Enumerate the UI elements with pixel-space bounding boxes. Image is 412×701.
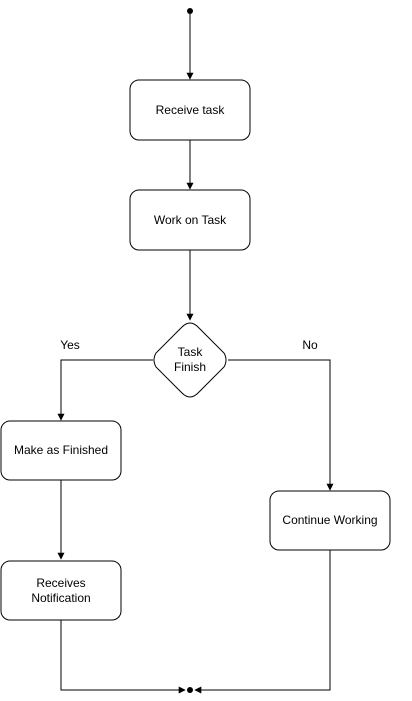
node-task-finish-label-line2: Finish xyxy=(174,360,206,374)
edge-decision-yes-to-make-finished xyxy=(57,359,153,421)
node-make-as-finished: Make as Finished xyxy=(0,420,122,481)
edge-continue-working-to-end xyxy=(194,550,331,694)
edges xyxy=(57,14,334,694)
node-work-on-task-label: Work on Task xyxy=(154,213,227,227)
node-make-as-finished-label: Make as Finished xyxy=(14,443,108,457)
node-continue-working: Continue Working xyxy=(269,490,391,551)
end-node xyxy=(187,687,193,693)
node-continue-working-label: Continue Working xyxy=(282,513,377,527)
node-receive-task: Receive task xyxy=(129,79,251,141)
edge-decision-no-to-continue-working xyxy=(228,359,334,491)
node-receives-notification: Receives Notification xyxy=(0,560,122,621)
node-receives-notification-label-line2: Notification xyxy=(31,591,90,605)
node-receive-task-label: Receive task xyxy=(156,103,226,117)
edge-label-yes: Yes xyxy=(60,338,80,352)
edge-notification-to-end xyxy=(60,620,186,694)
node-receives-notification-label-line1: Receives xyxy=(36,576,85,590)
node-task-finish-label-line1: Task xyxy=(178,345,204,359)
node-work-on-task: Work on Task xyxy=(129,189,251,251)
start-node xyxy=(187,8,193,14)
node-task-finish-decision: Task Finish xyxy=(153,322,227,398)
edge-label-no: No xyxy=(302,338,318,352)
